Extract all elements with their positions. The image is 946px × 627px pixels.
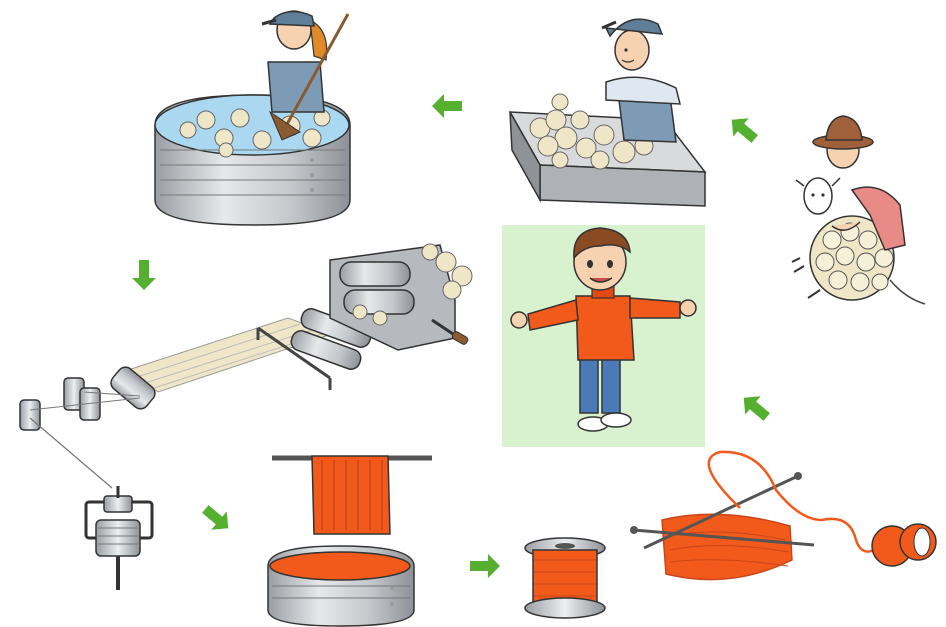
carding-machine-icon [108,244,472,412]
arrow-sorting-to-washing [432,94,462,118]
knitting-needles-icon [630,452,936,580]
arrow-washing-to-carding [132,260,156,290]
arrow-knitting-to-sweater [736,389,774,427]
spinning-spindle-icon [20,378,152,590]
wool-sorting-icon [510,19,705,206]
sheep-shearing-icon [792,116,925,304]
arrow-dyeing-to-spool [470,554,500,578]
arrow-spinning-to-dyeing [198,500,236,538]
wool-washing-tub-icon [155,11,350,225]
dyeing-vat-icon [268,456,432,626]
yarn-spool-icon [525,538,605,618]
arrow-shearing-to-sorting [724,111,762,149]
